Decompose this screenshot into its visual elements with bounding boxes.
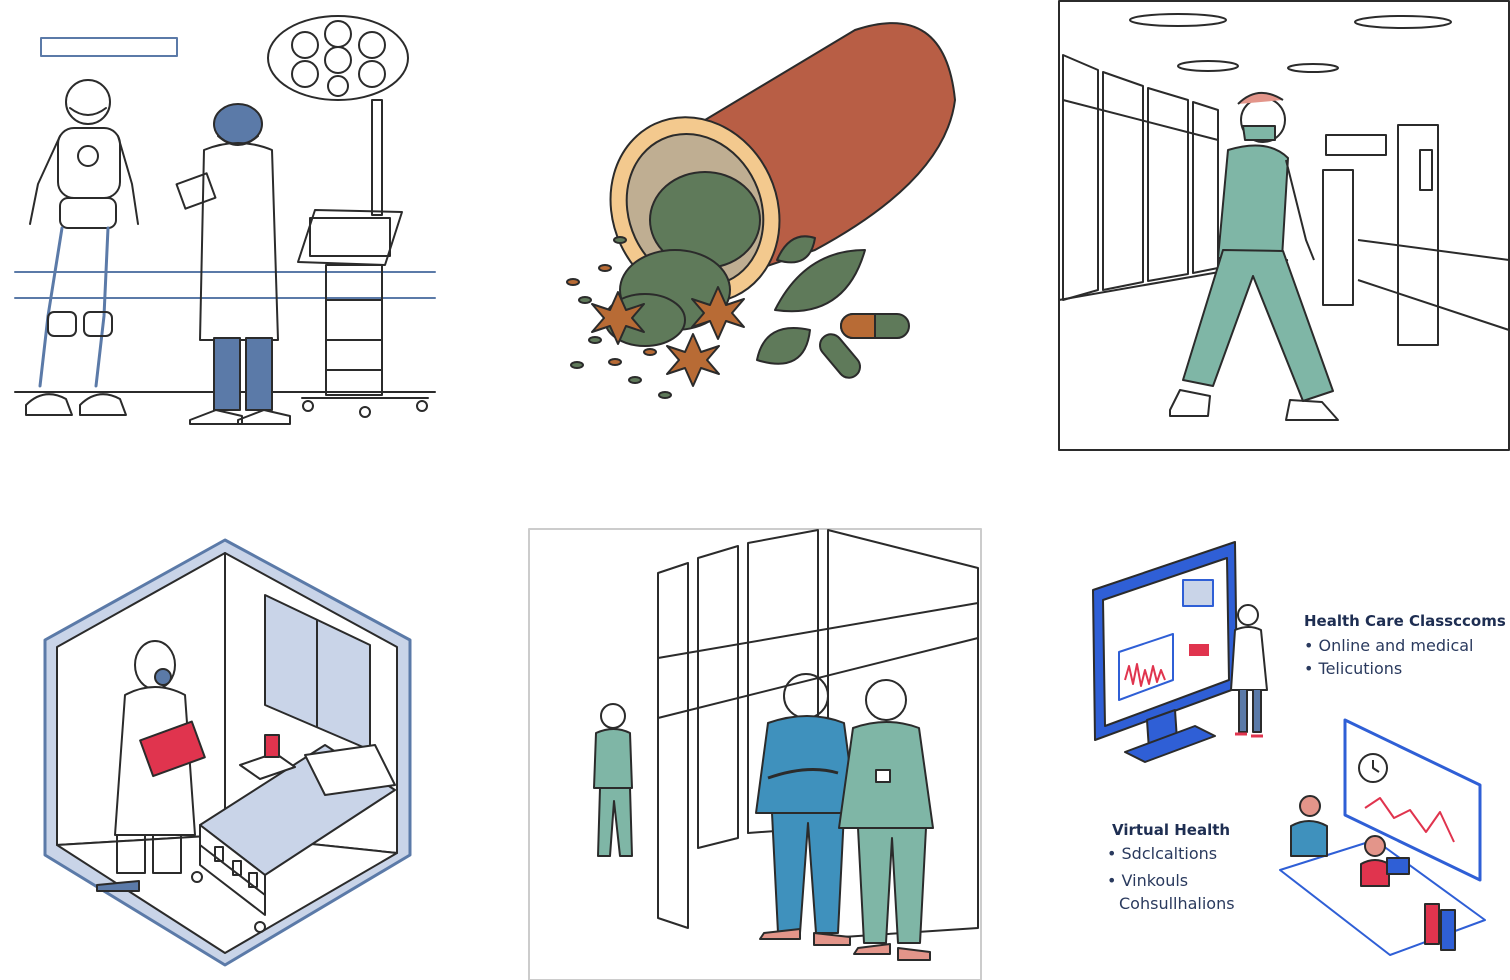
telehealth-bullet-1b: • Telicutions [1304, 659, 1403, 678]
nurse-walking-corridor-icon [1058, 0, 1510, 451]
telehealth-bullet-2c: Cohsullhalions [1119, 894, 1235, 913]
telehealth-heading-2: Virtual Health [1112, 821, 1231, 839]
isolation-room-isometric-icon [43, 538, 412, 967]
telehealth-bullet-1a: • Online and medical [1304, 636, 1474, 655]
telehealth-bullet-2a: • Sdclcaltions [1107, 844, 1218, 863]
panel-robot-surgeon [0, 0, 450, 450]
panel-isolation-room [35, 535, 435, 980]
robot-surgeon-scene-icon [14, 15, 436, 425]
telehealth-bullet-2b: • Vinkouls [1107, 871, 1189, 890]
panel-herbal-medicine [525, 0, 985, 450]
telehealth-infographic-icon [1092, 541, 1486, 956]
panel-nurse-corridor [1058, 0, 1510, 452]
telehealth-heading-1: Health Care Classccoms [1304, 612, 1506, 630]
panel-medical-staff [528, 528, 982, 980]
medical-staff-group-icon [528, 528, 982, 980]
panel-telehealth: Health Care Classccoms • Online and medi… [1085, 540, 1510, 980]
spilled-pill-bottle-herbs-icon [566, 22, 956, 399]
